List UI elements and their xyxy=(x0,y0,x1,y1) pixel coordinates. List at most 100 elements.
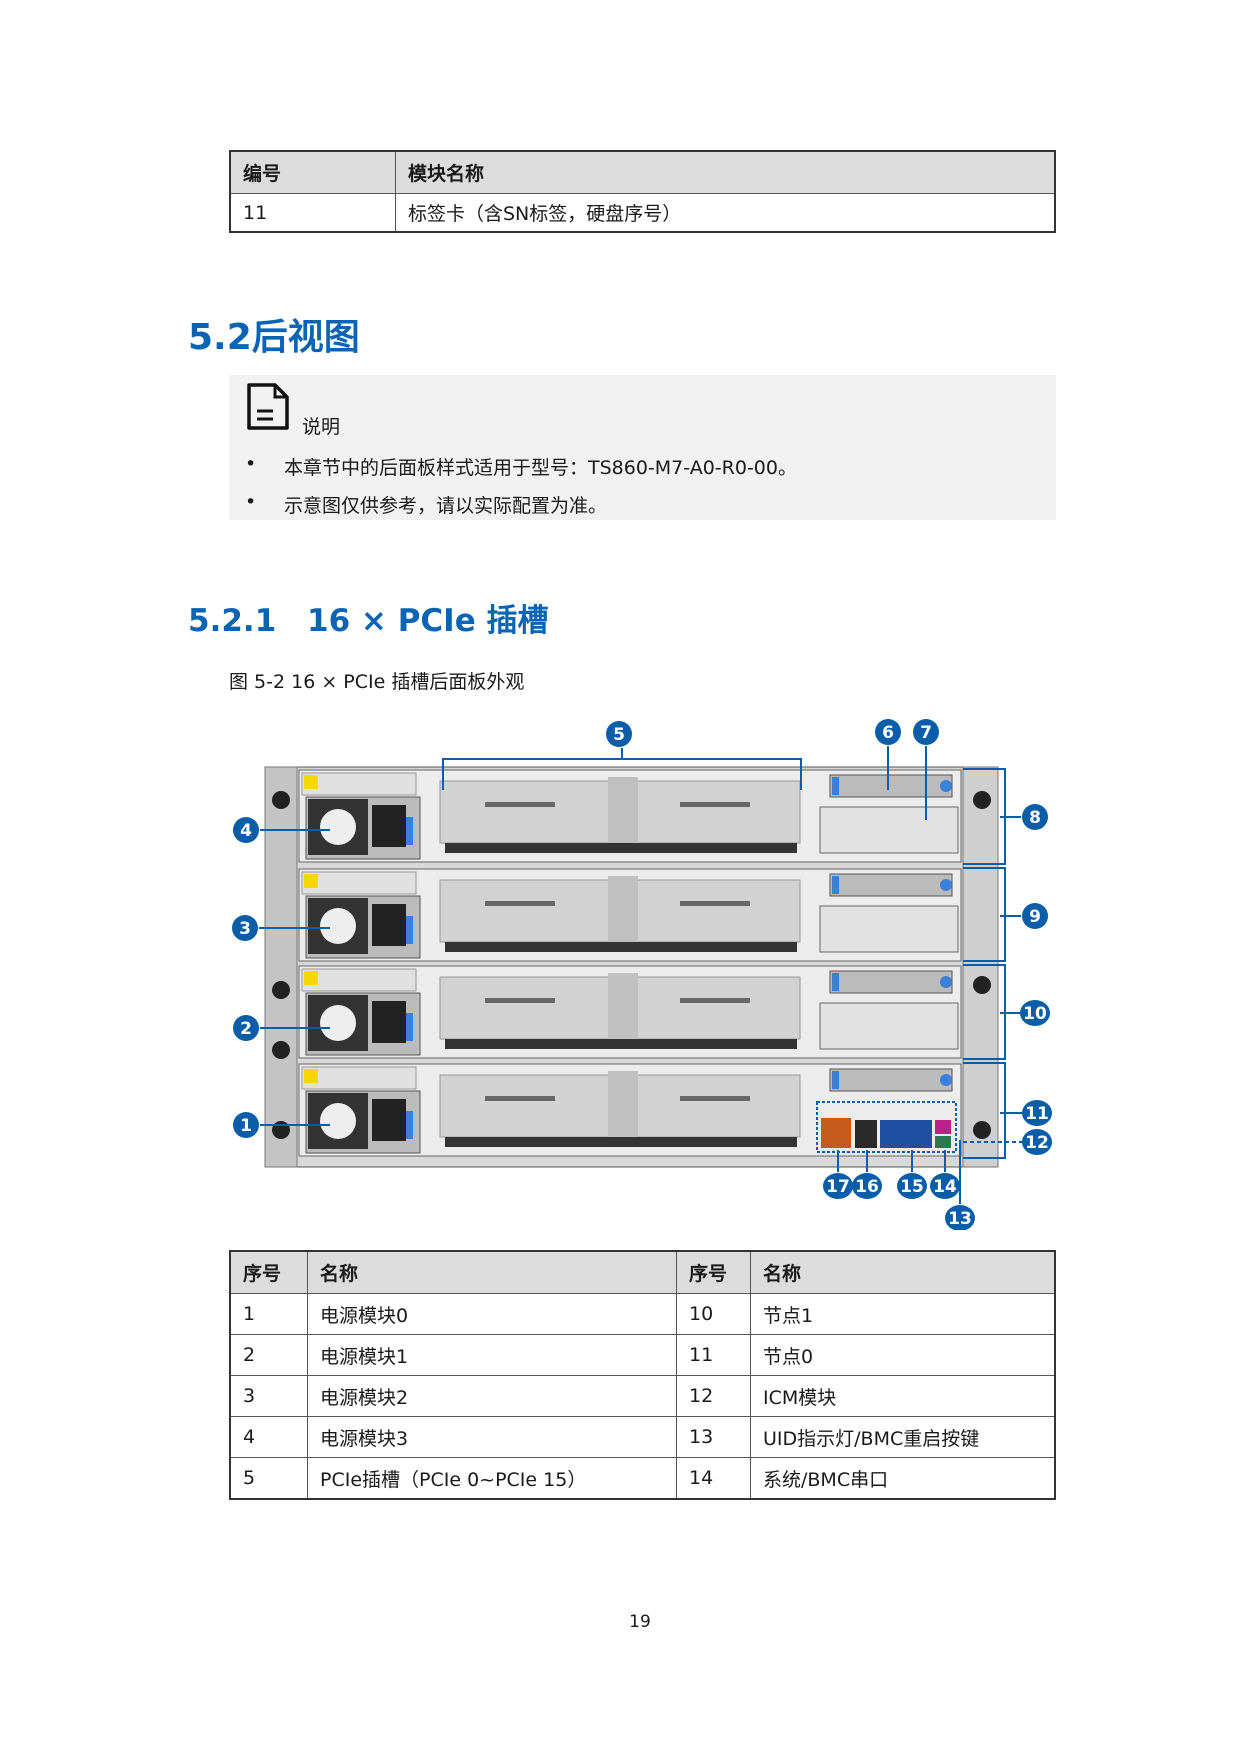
warning-label xyxy=(304,874,318,888)
cell-index: 1 xyxy=(229,1293,308,1335)
header-index: 序号 xyxy=(676,1250,751,1294)
bullet-text: 示意图仅供参考，请以实际配置为准。 xyxy=(284,495,608,517)
blank-panel xyxy=(819,1002,959,1050)
power-socket xyxy=(372,904,406,946)
psu-fan-hub xyxy=(320,1005,356,1041)
table-row: 11 标签卡（含SN标签，硬盘序号） xyxy=(229,193,1056,233)
callout-bracket xyxy=(963,867,1006,962)
psu-label xyxy=(301,1066,417,1090)
ocp-screw xyxy=(940,879,952,891)
blank-panel xyxy=(819,905,959,953)
cell-index: 2 xyxy=(229,1334,308,1376)
callout-marker xyxy=(233,817,259,843)
ocp-latch xyxy=(832,777,839,795)
callout-label: 15 xyxy=(900,1177,924,1197)
pcie-bracket-slot xyxy=(680,901,750,906)
pcie-divider xyxy=(608,1071,638,1145)
note-box: 说明 • 本章节中的后面板样式适用于型号：TS860-M7-A0-R0-00。 … xyxy=(229,375,1056,520)
table-header-row: 编号 模块名称 xyxy=(229,150,1056,194)
server-node xyxy=(298,965,962,1059)
header-name: 名称 xyxy=(307,1250,677,1294)
subsection-number: 5.2.1 xyxy=(188,603,277,639)
table-header-row: 序号 名称 序号 名称 xyxy=(229,1250,1056,1294)
callout-label: 9 xyxy=(1029,907,1041,927)
vent-grille xyxy=(445,1137,797,1147)
cell-index: 11 xyxy=(676,1334,751,1376)
page-number: 19 xyxy=(629,1612,651,1632)
power-socket xyxy=(372,1001,406,1043)
callout-marker xyxy=(913,719,939,745)
cell-name: 电源模块0 xyxy=(307,1293,677,1335)
bullet-text: 本章节中的后面板样式适用于型号：TS860-M7-A0-R0-00。 xyxy=(284,457,797,479)
callout-label: 5 xyxy=(613,725,625,745)
ocp-card xyxy=(829,774,953,798)
warning-label xyxy=(304,1069,318,1083)
callout-marker xyxy=(1020,1000,1050,1026)
cell-name: 系统/BMC串口 xyxy=(750,1457,1056,1500)
cell-name: 电源模块1 xyxy=(307,1334,677,1376)
callout-label: 12 xyxy=(1025,1133,1049,1153)
ear-knob xyxy=(272,1041,290,1059)
callout-marker xyxy=(897,1173,927,1199)
cell-name: PCIe插槽（PCIe 0~PCIe 15） xyxy=(307,1457,677,1500)
usb-ports xyxy=(855,1120,877,1148)
document-note-icon xyxy=(247,383,289,430)
pcie-bracket-slot xyxy=(485,802,555,807)
cell-module-name: 标签卡（含SN标签，硬盘序号） xyxy=(395,193,1056,233)
ocp-card xyxy=(829,873,953,897)
callout-marker xyxy=(823,1173,853,1199)
callout-label: 8 xyxy=(1029,808,1041,828)
callout-label: 14 xyxy=(933,1177,957,1197)
vent-grille xyxy=(445,843,797,853)
cell-index: 12 xyxy=(676,1375,751,1417)
callout-label: 16 xyxy=(855,1177,879,1197)
callout-marker xyxy=(1022,1100,1052,1126)
cell-name: 电源模块2 xyxy=(307,1375,677,1417)
ocp-latch xyxy=(832,876,839,894)
module-table: 编号 模块名称 11 标签卡（含SN标签，硬盘序号） xyxy=(229,150,1056,233)
pcie-bracket-slot xyxy=(485,1096,555,1101)
psu-release-latch xyxy=(406,817,413,845)
ocp-screw xyxy=(940,976,952,988)
vent-grille xyxy=(445,942,797,952)
pcie-bracket-slot xyxy=(680,1096,750,1101)
callout-label: 1 xyxy=(240,1116,252,1136)
header-module-name: 模块名称 xyxy=(395,150,1056,194)
psu-release-latch xyxy=(406,1013,413,1041)
server-node xyxy=(298,769,962,863)
cell-name: 节点1 xyxy=(750,1293,1056,1335)
callout-label: 11 xyxy=(1025,1104,1049,1124)
cell-name: ICM模块 xyxy=(750,1375,1056,1417)
pcie-bracket-slot xyxy=(680,998,750,1003)
bmc-network-port xyxy=(821,1118,851,1148)
ocp-card xyxy=(829,970,953,994)
psu-release-latch xyxy=(406,1111,413,1139)
figure-caption: 图 5-2 16 × PCIe 插槽后面板外观 xyxy=(229,671,525,693)
bullet-dot: • xyxy=(245,491,257,513)
callout-marker xyxy=(945,1205,975,1230)
callout-label: 17 xyxy=(826,1177,850,1197)
right-mounting-ear xyxy=(962,766,999,1168)
psu-fan-hub xyxy=(320,1103,356,1139)
callout-marker xyxy=(233,1112,259,1138)
cell-name: 电源模块3 xyxy=(307,1416,677,1458)
callout-marker xyxy=(233,1015,259,1041)
psu-release-latch xyxy=(406,916,413,944)
cell-index: 5 xyxy=(229,1457,308,1500)
cell-index: 10 xyxy=(676,1293,751,1335)
power-socket xyxy=(372,1099,406,1141)
ear-knob xyxy=(973,791,991,809)
callout-label: 7 xyxy=(920,723,932,743)
cell-index: 14 xyxy=(676,1457,751,1500)
server-node xyxy=(298,868,962,962)
psu-label xyxy=(301,968,417,992)
callout-marker xyxy=(1022,804,1048,830)
note-label: 说明 xyxy=(302,416,341,438)
ocp-latch xyxy=(832,1071,839,1089)
callout-bracket xyxy=(963,1062,1006,1159)
section-title: 5.2后视图 xyxy=(188,317,360,358)
callout-marker xyxy=(930,1173,960,1199)
